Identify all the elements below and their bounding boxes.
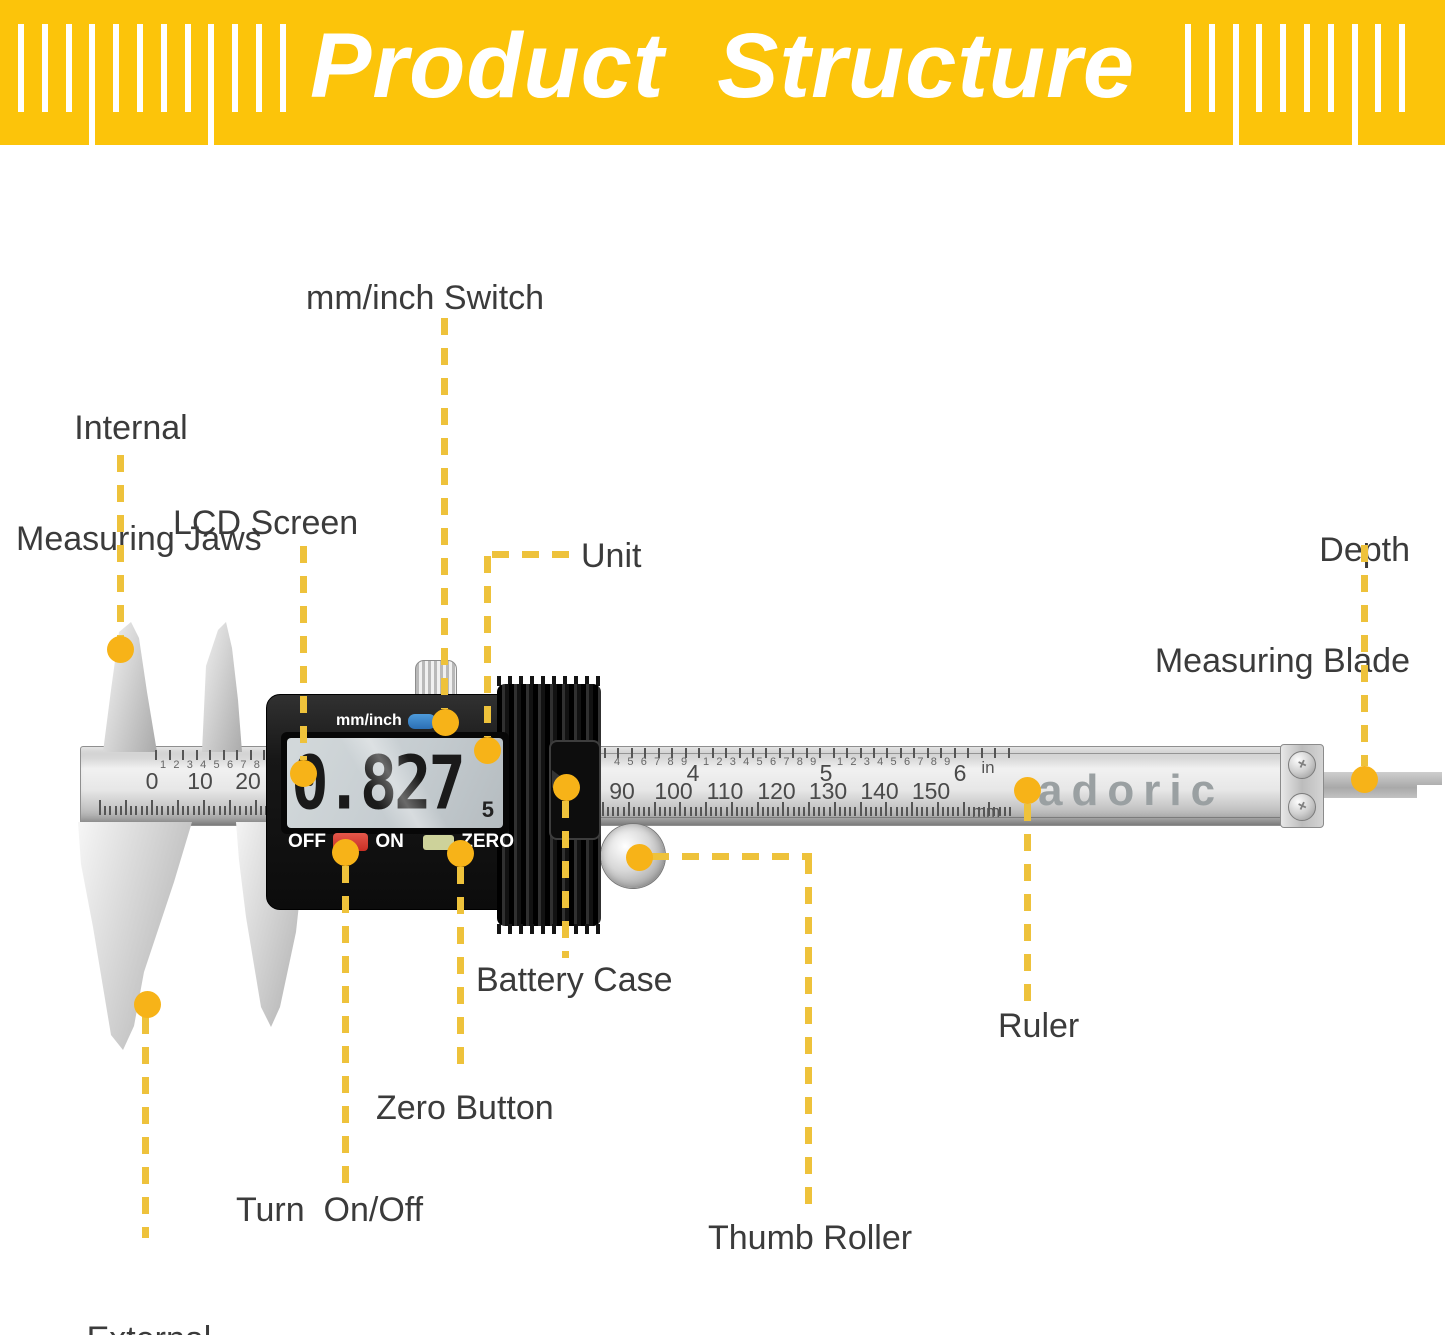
label-lcd-screen: LCD Screen xyxy=(173,504,359,542)
label-battery-case: Battery Case xyxy=(476,961,673,999)
connector-mm-inch-switch xyxy=(441,318,448,709)
dot-external-jaws xyxy=(134,991,161,1018)
connector-external-jaws xyxy=(142,1017,149,1238)
label-unit: Unit xyxy=(581,537,642,575)
label-internal-jaws: Internal Measuring Jaws xyxy=(16,409,262,558)
brand-logo: adoric xyxy=(1038,766,1225,815)
page-title: Product Structure xyxy=(309,15,1136,117)
connector-ruler xyxy=(1024,804,1031,1002)
off-label: OFF xyxy=(288,831,326,852)
on-label: ON xyxy=(375,831,404,852)
connector-unit-vertical xyxy=(484,556,491,737)
label-external-jaws: External Measuring Jaws xyxy=(30,1247,268,1335)
dot-unit xyxy=(474,737,501,764)
dot-battery-case xyxy=(553,774,580,801)
connector-zero-button xyxy=(457,867,464,1075)
grip-teeth-bottom xyxy=(497,924,601,934)
connector-thumb-roller-horizontal xyxy=(652,853,812,860)
mm-inch-label: mm/inch xyxy=(336,712,402,729)
beam-edge-line-top xyxy=(600,753,1280,754)
label-zero-button: Zero Button xyxy=(376,1089,554,1127)
label-thumb-roller: Thumb Roller xyxy=(708,1219,913,1257)
external-jaw-fixed xyxy=(78,822,192,1050)
label-turn-on-off: Turn On/Off xyxy=(236,1191,424,1229)
dot-lcd-screen xyxy=(290,760,317,787)
dot-depth-blade xyxy=(1351,766,1378,793)
internal-jaw-movable xyxy=(202,622,242,752)
header-banner: Product Structure xyxy=(0,0,1445,189)
zero-button[interactable] xyxy=(422,834,455,850)
grip-teeth-top xyxy=(497,676,601,686)
lcd-sub-digit: 5 xyxy=(481,797,494,822)
connector-lcd-screen xyxy=(300,546,307,760)
depth-measuring-blade xyxy=(1320,772,1442,798)
dot-internal-jaws xyxy=(107,636,134,663)
dot-mm-inch-switch xyxy=(432,709,459,736)
connector-on-off xyxy=(342,866,349,1188)
mm-inch-switch-row: mm/inch xyxy=(336,712,436,730)
zero-label: ZERO xyxy=(461,831,514,852)
beam-edge-line-bottom xyxy=(600,817,1280,818)
label-depth-blade: Depth Measuring Blade xyxy=(1154,532,1410,680)
end-cap-screw-icon: + xyxy=(1288,793,1316,821)
connector-thumb-roller-vertical xyxy=(805,857,812,1205)
end-cap-screw-icon: + xyxy=(1288,751,1316,779)
lcd-value: 0.827 xyxy=(291,738,466,826)
button-row: OFF ON ZERO xyxy=(288,831,514,853)
dot-on-off xyxy=(332,839,359,866)
lcd-screen: 0.827 in 5 xyxy=(287,738,503,828)
dot-ruler xyxy=(1014,777,1041,804)
dot-thumb-roller xyxy=(626,844,653,871)
label-ruler: Ruler xyxy=(998,1007,1080,1045)
connector-depth-blade xyxy=(1361,545,1368,766)
connector-unit-horizontal xyxy=(492,551,574,558)
mm-inch-switch-button[interactable] xyxy=(407,713,436,729)
connector-internal-jaws xyxy=(117,455,124,640)
connector-battery-case xyxy=(562,801,569,958)
dot-zero-button xyxy=(447,840,474,867)
beam-end-cap: + + xyxy=(1280,744,1324,828)
label-mm-inch-switch: mm/inch Switch xyxy=(306,279,545,317)
